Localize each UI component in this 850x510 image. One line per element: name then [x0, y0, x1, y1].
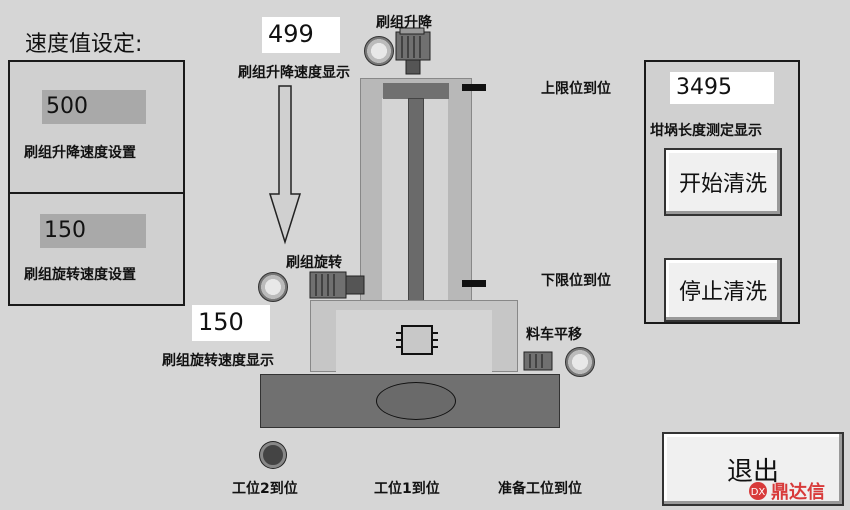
lift-speed-setting-label: 刷组升降速度设置: [24, 145, 136, 161]
upper-limit-label: 上限位到位: [541, 81, 611, 97]
lift-speed-setting-panel: 500 刷组升降速度设置: [8, 60, 185, 194]
rotate-speed-setting-input[interactable]: 150: [40, 214, 146, 248]
station2-label: 工位2到位: [232, 481, 298, 497]
upper-limit-switch: [462, 84, 486, 91]
crucible-length-label: 坩埚长度测定显示: [650, 123, 762, 139]
ready-station-label: 准备工位到位: [498, 481, 582, 497]
crossbeam: [383, 83, 449, 99]
brush-shaft: [408, 98, 424, 330]
watermark-logo-icon: DX: [749, 482, 767, 500]
lower-limit-switch: [462, 280, 486, 287]
rotate-motor-icon: [309, 271, 365, 299]
rotate-speed-display: 150: [192, 305, 270, 341]
rotate-speed-setting-label: 刷组旋转速度设置: [24, 267, 136, 283]
lift-motor-icon: [395, 27, 431, 75]
watermark: DX 鼎达信: [748, 478, 825, 504]
right-control-panel: 3495 坩埚长度测定显示 开始清洗 停止清洗: [644, 60, 800, 324]
crucible-length-display: 3495: [670, 72, 774, 104]
watermark-text: 鼎达信: [771, 482, 825, 503]
start-cleaning-button[interactable]: 开始清洗: [664, 148, 782, 216]
rotate-speed-display-label: 刷组旋转速度显示: [162, 353, 274, 369]
cart-motor-icon: [523, 351, 553, 371]
station2-indicator: [260, 442, 286, 468]
speed-setting-title: 速度值设定:: [25, 32, 143, 57]
lift-motor-label: 刷组升降: [376, 15, 432, 31]
stop-cleaning-button[interactable]: 停止清洗: [664, 258, 782, 322]
rotate-speed-setting-panel: 150 刷组旋转速度设置: [8, 192, 185, 306]
svg-text:DX: DX: [751, 487, 766, 498]
rotate-motor-label: 刷组旋转: [286, 255, 342, 271]
chip-icon: [396, 325, 438, 355]
cart-indicator: [565, 347, 595, 377]
rotate-motor-indicator: [258, 272, 288, 302]
station1-label: 工位1到位: [374, 481, 440, 497]
lift-motor-indicator: [364, 36, 394, 66]
down-arrow-icon: [268, 85, 302, 245]
lower-limit-label: 下限位到位: [541, 273, 611, 289]
lift-speed-display-label: 刷组升降速度显示: [238, 65, 350, 81]
cart-translate-label: 料车平移: [526, 327, 582, 343]
lift-speed-display: 499: [262, 17, 340, 53]
crucible-ellipse: [376, 382, 456, 420]
lift-speed-setting-input[interactable]: 500: [42, 90, 146, 124]
